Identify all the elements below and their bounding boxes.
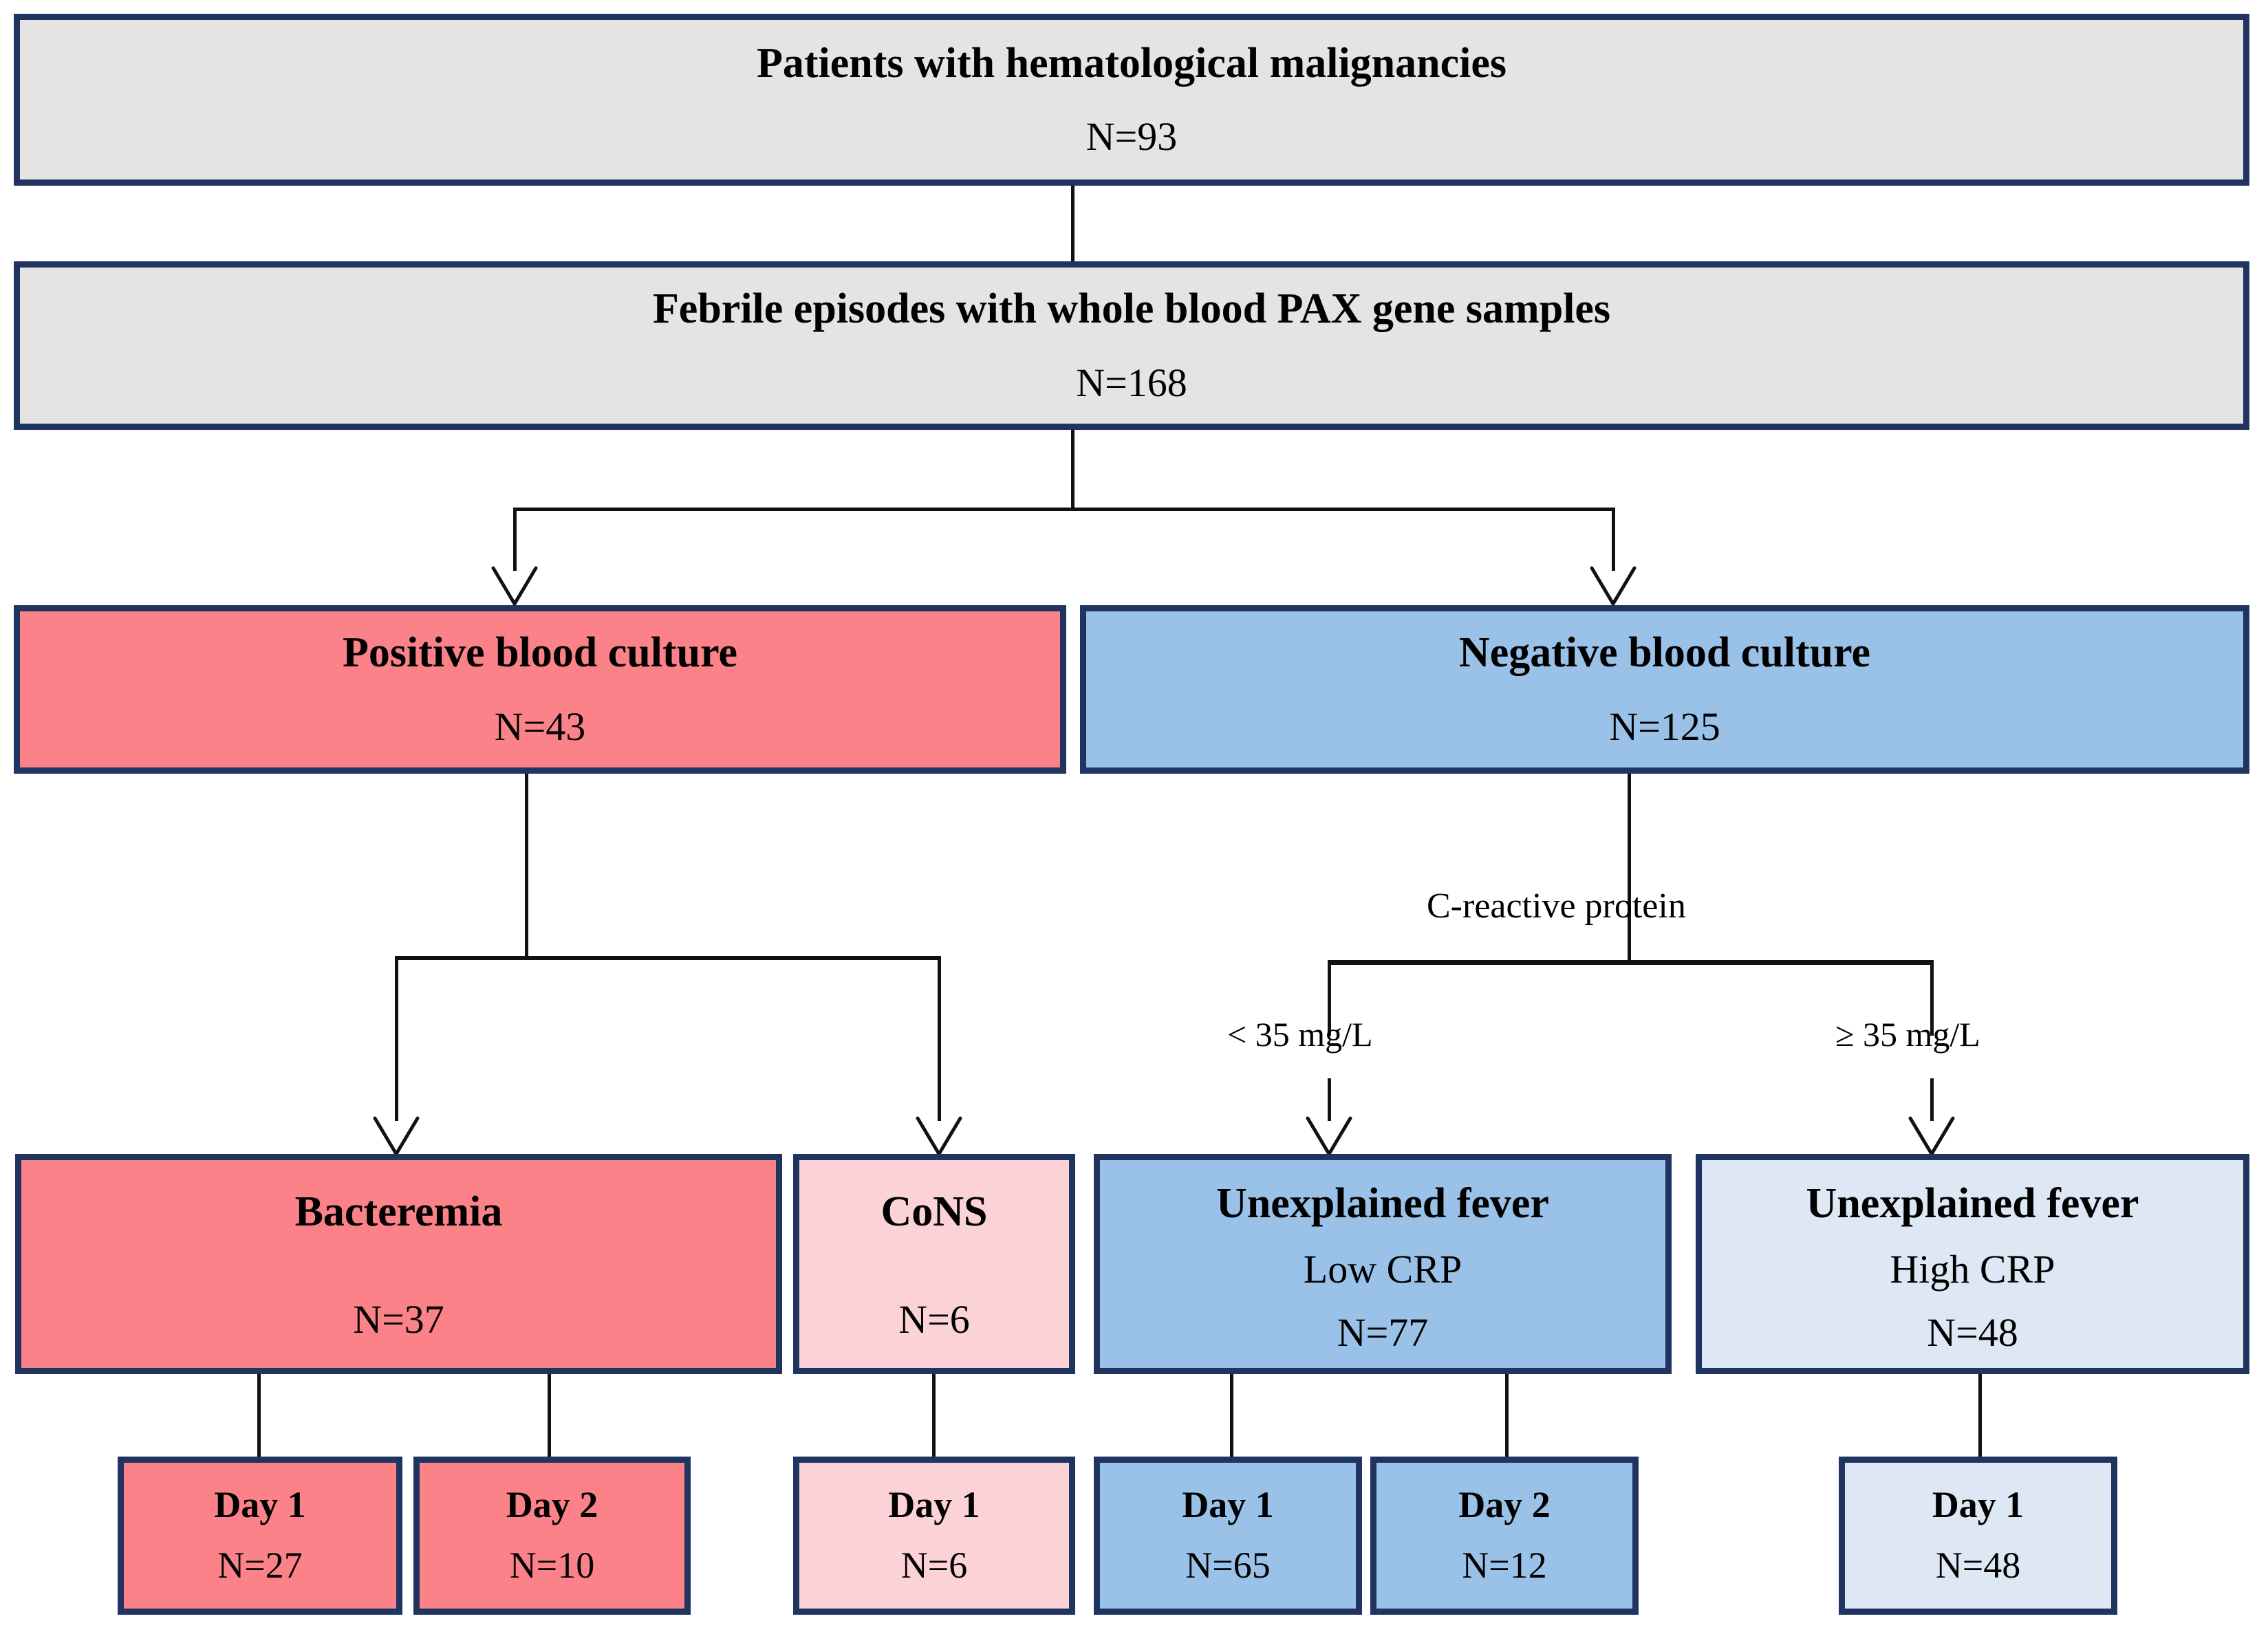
- connector-bacteremia-to-day2: [548, 1374, 551, 1458]
- node-negative-blood-culture-count: N=125: [1609, 704, 1720, 749]
- connector-low-to-day1: [1230, 1374, 1233, 1458]
- connector-episodes-to-negative: [1612, 508, 1615, 571]
- node-unexplained-high-title: Unexplained fever: [1806, 1180, 2139, 1227]
- connector-episodes-crossbar: [515, 508, 1615, 511]
- node-febrile-episodes[interactable]: Febrile episodes with whole blood PAX ge…: [14, 261, 2249, 430]
- node-positive-blood-culture-title: Positive blood culture: [342, 629, 738, 677]
- node-unexplained-high-count: N=48: [1927, 1310, 2018, 1355]
- connector-crp-to-low: [1328, 960, 1331, 1036]
- node-bacteremia-day2-title: Day 2: [506, 1484, 598, 1526]
- node-low-crp-day2-title: Day 2: [1458, 1484, 1551, 1526]
- node-bacteremia-day1-count: N=27: [217, 1545, 303, 1586]
- node-unexplained-fever-high-crp[interactable]: Unexplained fever High CRP N=48: [1696, 1154, 2249, 1374]
- node-cons-day1-count: N=6: [900, 1545, 968, 1586]
- connector-patients-to-episodes: [1071, 186, 1074, 261]
- connector-negative-stem: [1628, 774, 1631, 963]
- connector-cons-to-day1: [932, 1374, 936, 1458]
- node-bacteremia-day2[interactable]: Day 2 N=10: [413, 1457, 691, 1615]
- node-patients[interactable]: Patients with hematological malignancies…: [14, 14, 2249, 186]
- label-c-reactive-protein: C-reactive protein: [1427, 886, 1686, 926]
- connector-positive-to-bacteremia: [395, 956, 398, 1121]
- node-bacteremia-title: Bacteremia: [294, 1188, 503, 1235]
- label-crp-low-threshold: < 35 mg/L: [1227, 1015, 1373, 1054]
- node-unexplained-fever-low-crp[interactable]: Unexplained fever Low CRP N=77: [1094, 1154, 1672, 1374]
- node-bacteremia-count: N=37: [353, 1297, 444, 1342]
- node-cons-count: N=6: [898, 1297, 970, 1342]
- node-febrile-episodes-count: N=168: [1076, 360, 1187, 405]
- connector-crp-crossbar: [1328, 960, 1933, 965]
- connector-high-drop: [1930, 1078, 1934, 1121]
- node-positive-blood-culture-count: N=43: [494, 704, 586, 749]
- node-unexplained-low-subtitle: Low CRP: [1303, 1246, 1462, 1292]
- connector-low-drop: [1328, 1078, 1331, 1121]
- connector-positive-crossbar: [396, 956, 941, 960]
- connector-crp-to-high: [1930, 960, 1934, 1036]
- label-crp-high-threshold: ≥ 35 mg/L: [1835, 1015, 1980, 1054]
- node-positive-blood-culture[interactable]: Positive blood culture N=43: [14, 605, 1066, 774]
- node-bacteremia-day1-title: Day 1: [214, 1484, 306, 1526]
- connector-high-to-day1: [1978, 1374, 1982, 1458]
- node-febrile-episodes-title: Febrile episodes with whole blood PAX ge…: [652, 285, 1611, 333]
- node-bacteremia-day2-count: N=10: [509, 1545, 595, 1586]
- connector-positive-to-cons: [938, 956, 941, 1121]
- node-cons-title: CoNS: [881, 1188, 988, 1235]
- connector-episodes-stem: [1071, 430, 1074, 509]
- node-negative-blood-culture-title: Negative blood culture: [1458, 629, 1871, 677]
- connector-episodes-to-positive: [513, 508, 517, 571]
- node-negative-blood-culture[interactable]: Negative blood culture N=125: [1080, 605, 2249, 774]
- node-high-crp-day1[interactable]: Day 1 N=48: [1839, 1457, 2117, 1615]
- node-low-crp-day1-title: Day 1: [1182, 1484, 1274, 1526]
- node-cons[interactable]: CoNS N=6: [793, 1154, 1075, 1374]
- node-low-crp-day1-count: N=65: [1185, 1545, 1271, 1586]
- node-patients-title: Patients with hematological malignancies: [756, 39, 1507, 87]
- node-unexplained-high-subtitle: High CRP: [1890, 1246, 2055, 1292]
- node-high-crp-day1-title: Day 1: [1932, 1484, 2024, 1526]
- node-unexplained-low-count: N=77: [1337, 1310, 1429, 1355]
- connector-positive-stem: [525, 774, 528, 958]
- connector-bacteremia-to-day1: [257, 1374, 261, 1458]
- node-bacteremia-day1[interactable]: Day 1 N=27: [118, 1457, 402, 1615]
- node-unexplained-low-title: Unexplained fever: [1216, 1180, 1549, 1227]
- node-cons-day1[interactable]: Day 1 N=6: [793, 1457, 1075, 1615]
- node-high-crp-day1-count: N=48: [1935, 1545, 2021, 1586]
- node-low-crp-day2-count: N=12: [1462, 1545, 1547, 1586]
- node-low-crp-day2[interactable]: Day 2 N=12: [1370, 1457, 1639, 1615]
- node-low-crp-day1[interactable]: Day 1 N=65: [1094, 1457, 1362, 1615]
- node-cons-day1-title: Day 1: [888, 1484, 980, 1526]
- node-patients-count: N=93: [1086, 114, 1178, 160]
- node-bacteremia[interactable]: Bacteremia N=37: [15, 1154, 782, 1374]
- connector-low-to-day2: [1505, 1374, 1509, 1458]
